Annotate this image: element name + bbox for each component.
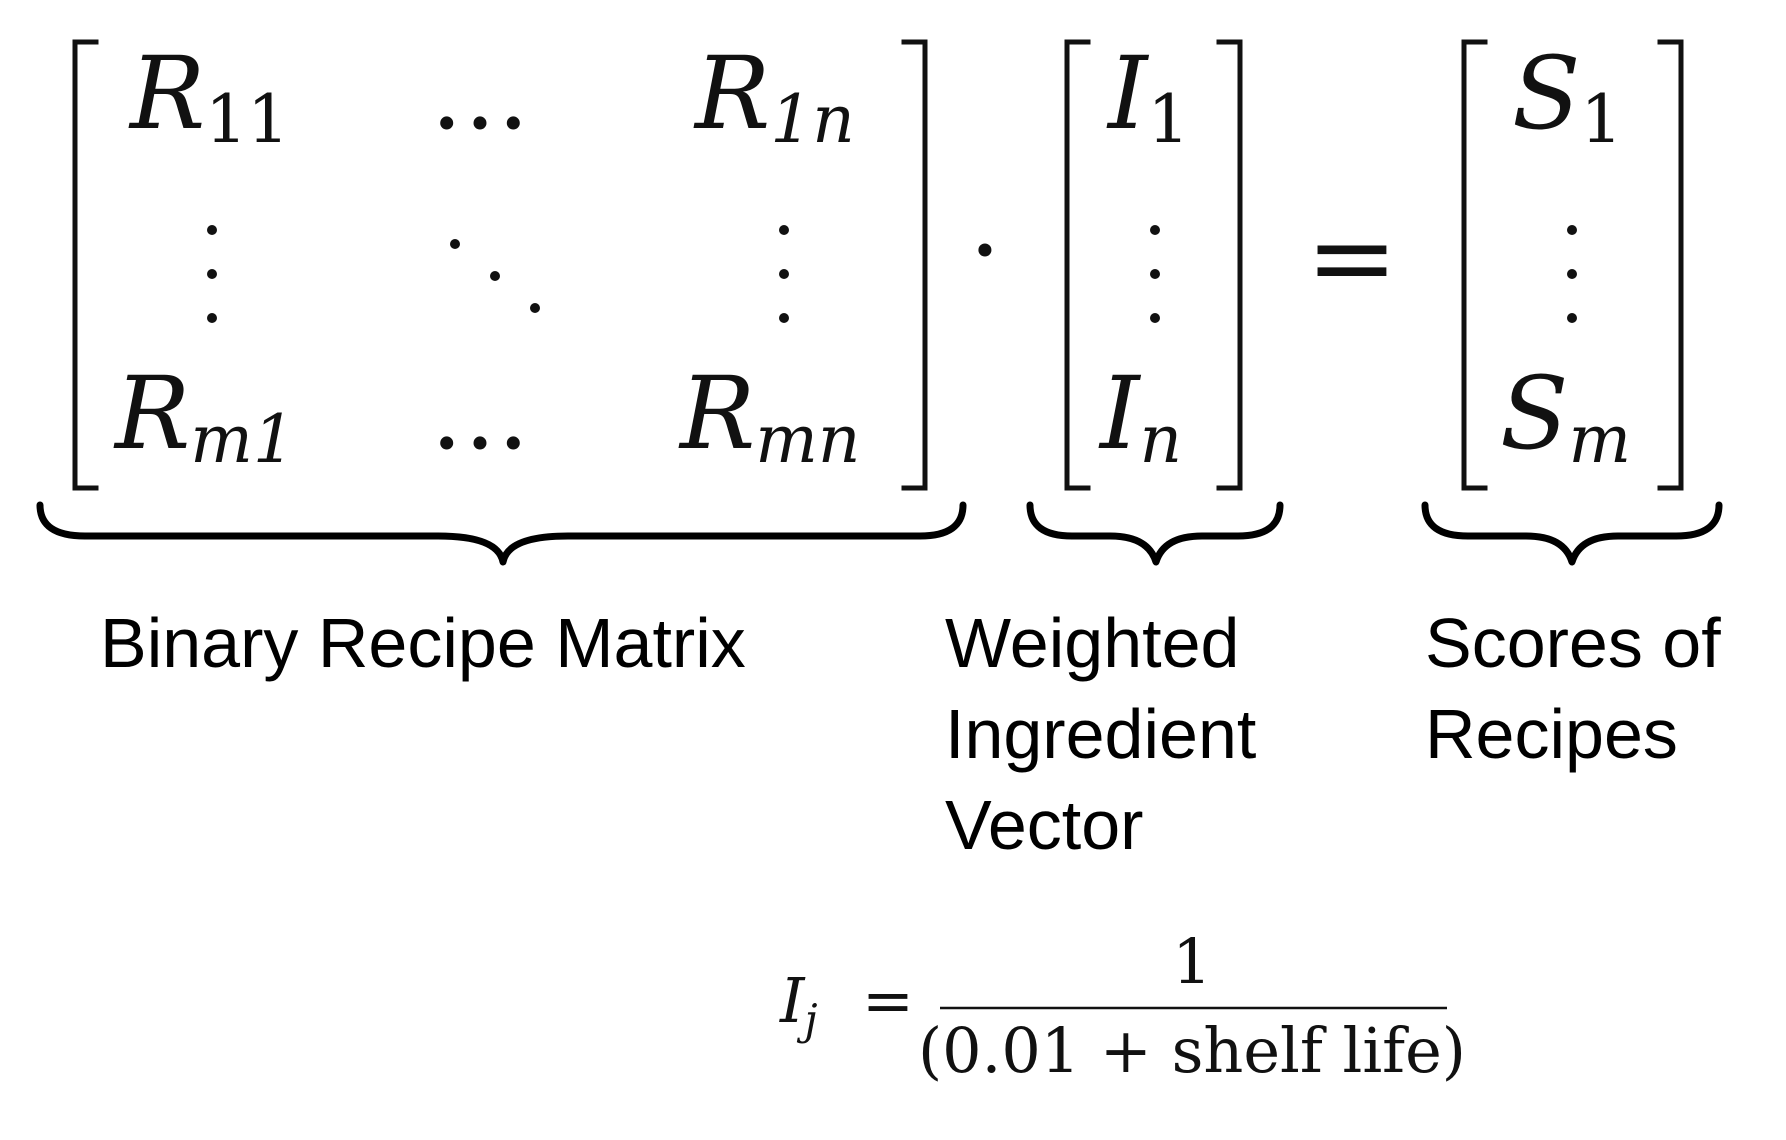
vector-s-vdots [1567,313,1577,323]
formula-numerator: 1 [1172,925,1211,998]
matrix-vdots-right [779,225,789,235]
matrix-left-bracket [72,39,99,491]
matrix-label: Binary Recipe Matrix [100,604,746,682]
multiplication-dot: · [969,192,1001,309]
vector-s-right-bracket [1657,39,1684,491]
matrix-vdots-left [207,225,217,235]
vector-label-line2: Ingredient [945,695,1256,773]
matrix-vdots-left [207,269,217,279]
matrix-entry-r11: R11 [128,35,289,158]
equals-sign: = [1306,193,1398,321]
vector-label-line3: Vector [945,786,1143,864]
vector-i-underbrace [1026,501,1284,566]
matrix-vdots-left [207,313,217,323]
vector-entry-in: In [1098,355,1182,478]
matrix-top-hdots: … [430,35,530,152]
matrix-vdots-right [779,313,789,323]
vector-label-line1: Weighted [945,604,1239,682]
formula-lhs: Ij [779,964,818,1044]
matrix-entry-rmn: Rmn [678,355,860,478]
vector-s-left-bracket [1461,39,1488,491]
vector-i-right-bracket [1216,39,1243,491]
weight-formula: Ij = 1 (0.01 + shelf life) [779,925,1466,1087]
vector-i-vdots [1150,225,1160,235]
matrix-ddots [530,303,540,313]
vector-i-vdots [1150,313,1160,323]
vector-entry-sm: Sm [1500,355,1631,478]
formula-equals: = [862,964,914,1037]
matrix-underbrace [36,501,967,566]
vector-s-vdots [1567,225,1577,235]
vector-s-vdots [1567,269,1577,279]
matrix-right-bracket [901,39,928,491]
recipe-matrix: R11 … R1n Rm1 … Rmn [72,35,928,491]
vector-entry-s1: S1 [1512,35,1623,158]
scores-label-line2: Recipes [1425,695,1678,773]
matrix-bottom-hdots: … [430,355,530,472]
vector-entry-i1: I1 [1106,35,1190,158]
matrix-entry-rm1: Rm1 [113,355,295,478]
matrix-entry-r1n: R1n [693,35,855,158]
scores-label-line1: Scores of [1425,604,1721,682]
vector-i-left-bracket [1064,39,1091,491]
formula-denominator: (0.01 + shelf life) [918,1014,1466,1087]
matrix-ddots [490,271,500,281]
scores-vector: S1 Sm [1461,35,1684,491]
matrix-vdots-right [779,269,789,279]
vector-i-vdots [1150,269,1160,279]
matrix-ddots [450,239,460,249]
ingredient-vector: I1 In [1064,35,1243,491]
vector-s-underbrace [1421,501,1723,566]
